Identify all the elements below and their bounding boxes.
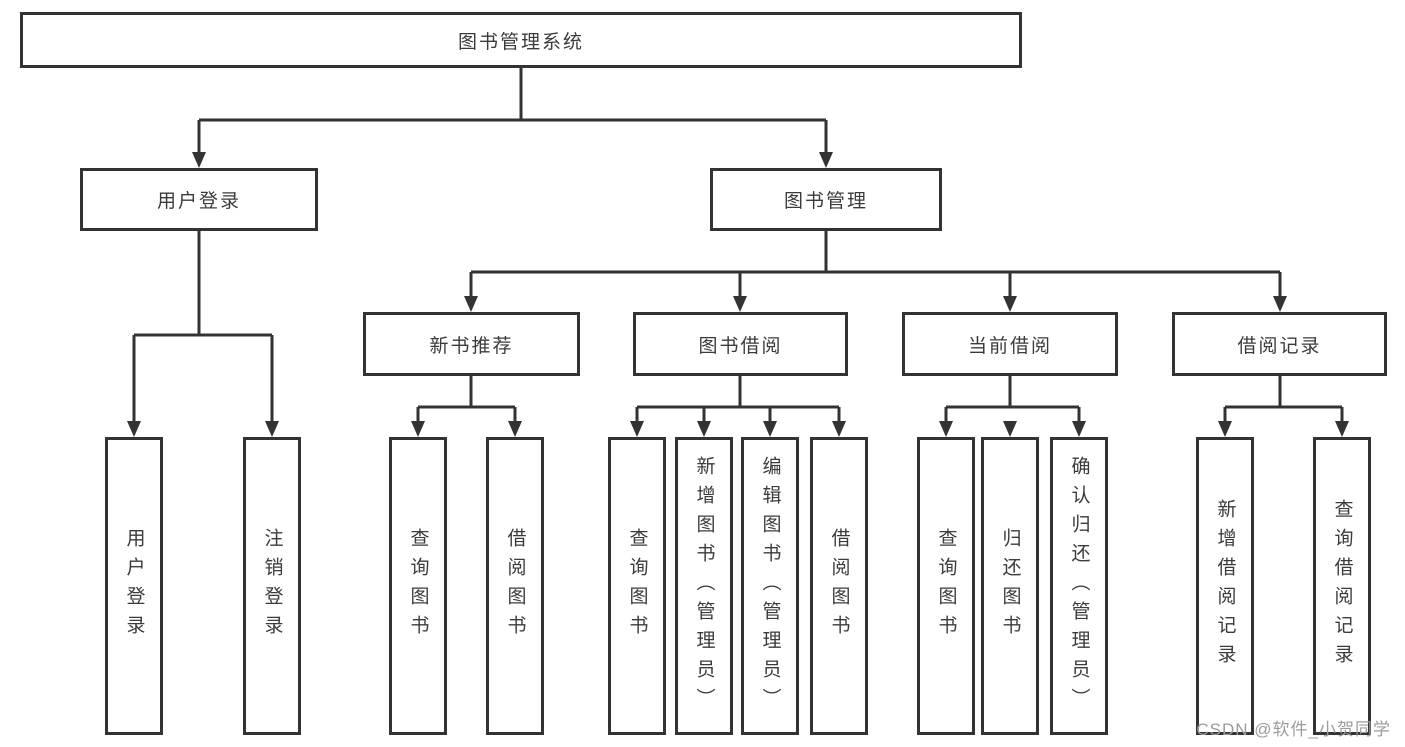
node-label: 图书管理 (783, 191, 868, 212)
arrowheads (127, 152, 1349, 437)
leaf-user-login: 用户登录 (105, 437, 163, 735)
node-label: 注销登录 (261, 528, 283, 644)
node-new-book-recommendation: 新书推荐 (363, 312, 580, 376)
node-label: 借阅图书 (828, 528, 850, 644)
node-user-login: 用户登录 (80, 168, 318, 231)
node-label: 查询图书 (935, 528, 957, 644)
csdn-watermark: CSDN @软件_小贺同学 (1196, 720, 1391, 739)
node-label: 图书借阅 (698, 335, 783, 357)
leaf-query-books-recommend: 查询图书 (389, 437, 447, 735)
node-label: 借阅图书 (504, 528, 526, 644)
node-label: 用户登录 (156, 191, 241, 212)
leaf-query-books-current: 查询图书 (917, 437, 975, 735)
node-label: 借阅记录 (1237, 335, 1322, 357)
leaf-query-borrow-record: 查询借阅记录 (1313, 437, 1371, 735)
leaf-add-borrow-record: 新增借阅记录 (1196, 437, 1254, 735)
leaf-borrow-books: 借阅图书 (810, 437, 868, 735)
node-current-borrowing: 当前借阅 (902, 312, 1118, 376)
node-label: 编辑图书（管理员） (759, 455, 781, 717)
node-label: 归还图书 (999, 528, 1021, 644)
leaf-logout: 注销登录 (243, 437, 301, 735)
leaf-return-books: 归还图书 (981, 437, 1039, 735)
leaf-edit-books-admin: 编辑图书（管理员） (741, 437, 799, 735)
node-label: 查询借阅记录 (1331, 499, 1353, 673)
leaf-add-books-admin: 新增图书（管理员） (675, 437, 733, 735)
node-library-management-system: 图书管理系统 (20, 12, 1022, 68)
node-label: 新书推荐 (429, 335, 514, 357)
node-label: 查询图书 (626, 528, 648, 644)
node-label: 新增图书（管理员） (693, 455, 715, 717)
node-label: 图书管理系统 (457, 31, 584, 53)
node-label: 查询图书 (407, 528, 429, 644)
node-book-borrowing: 图书借阅 (633, 312, 848, 376)
node-label: 新增借阅记录 (1214, 499, 1236, 673)
leaf-query-books-borrowing: 查询图书 (608, 437, 666, 735)
node-borrowing-records: 借阅记录 (1172, 312, 1387, 376)
node-book-management: 图书管理 (710, 168, 942, 231)
node-label: 确认归还（管理员） (1068, 455, 1090, 717)
leaf-confirm-return-admin: 确认归还（管理员） (1050, 437, 1108, 735)
node-label: 用户登录 (123, 528, 145, 644)
leaf-borrow-books-recommend: 借阅图书 (486, 437, 544, 735)
node-label: 当前借阅 (967, 335, 1052, 357)
